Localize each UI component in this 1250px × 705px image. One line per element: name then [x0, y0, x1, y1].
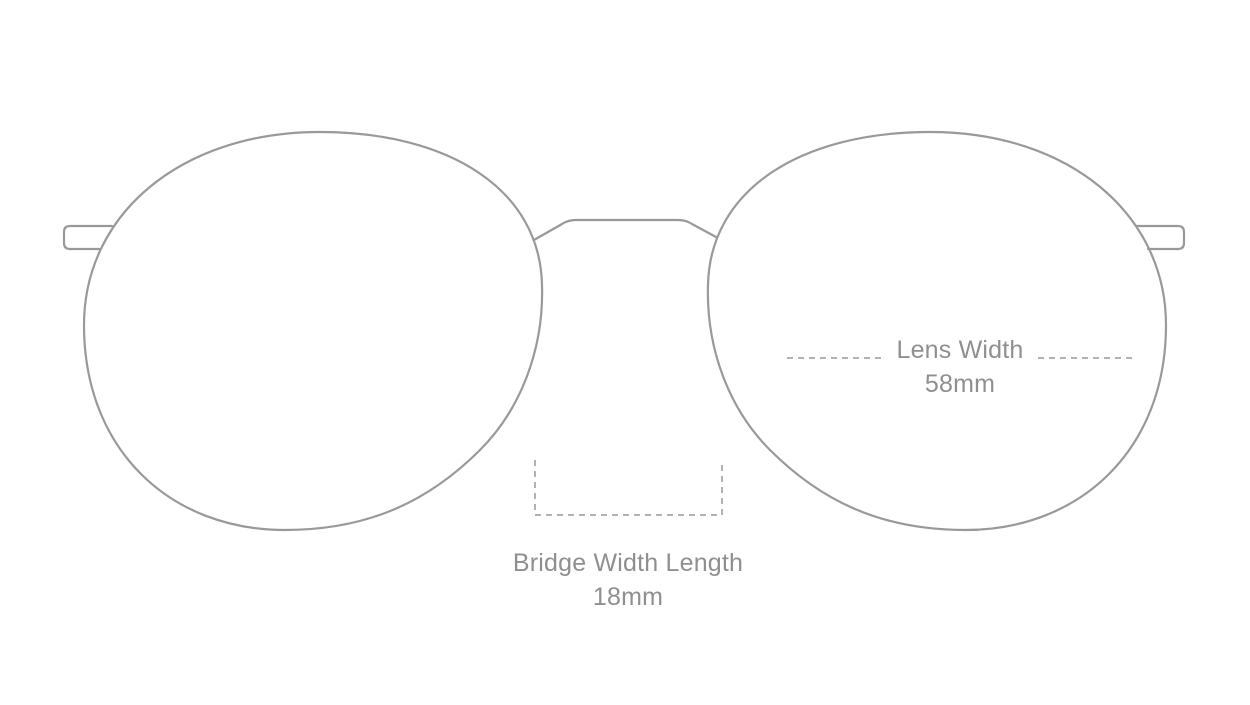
bridge-width-label: Bridge Width Length 18mm	[478, 546, 778, 614]
left-lens-outline	[82, 130, 544, 532]
bridge-width-title: Bridge Width Length	[512, 549, 744, 577]
lens-width-label: Lens Width 58mm	[880, 333, 1040, 401]
bridge	[532, 218, 718, 242]
bridge-width-guide	[534, 460, 723, 516]
bridge-width-value: 18mm	[592, 583, 664, 611]
right-temple	[1134, 224, 1186, 251]
right-lens-outline	[706, 130, 1168, 532]
lens-width-title: Lens Width	[896, 336, 1024, 364]
lens-width-value: 58mm	[924, 370, 996, 398]
left-temple	[62, 224, 114, 251]
